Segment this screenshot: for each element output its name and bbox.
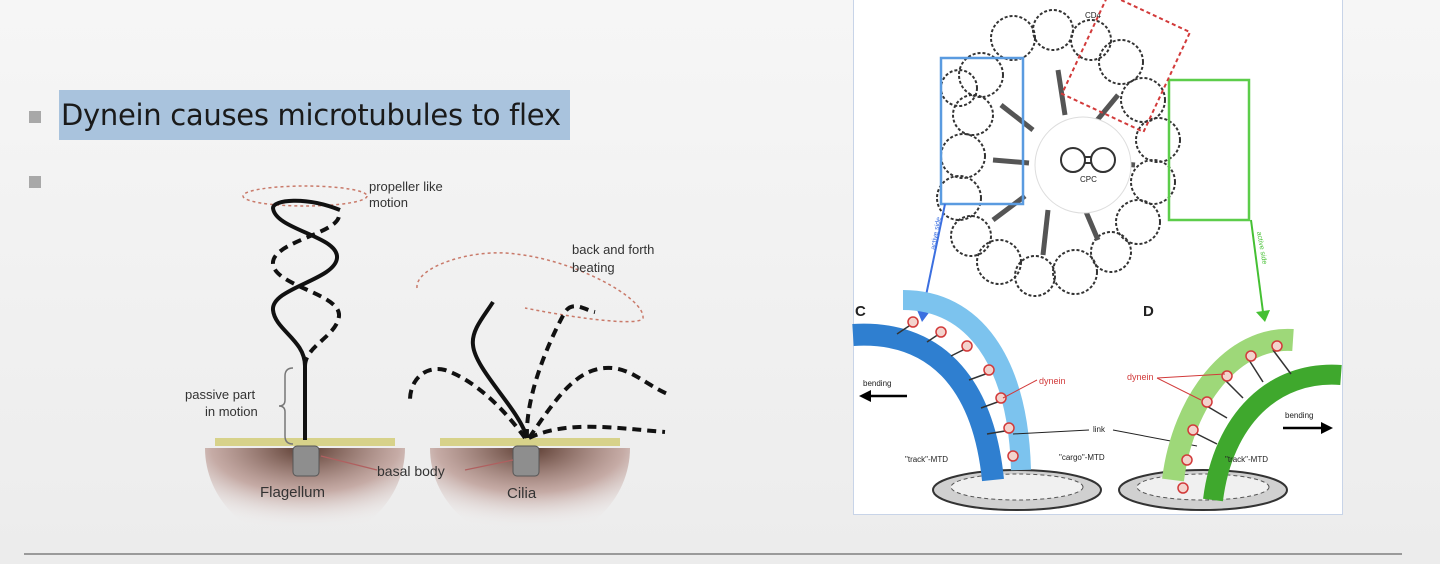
- bullet-marker-2: [29, 176, 41, 188]
- panel-c-cargo-tubule: [902, 290, 1031, 471]
- flagellum-membrane: [215, 438, 395, 446]
- cilia-dashed-3: [527, 365, 671, 440]
- panel-c-track-label: "track"-MTD: [905, 455, 948, 464]
- cilia-label: Cilia: [507, 485, 537, 502]
- panel-c-label: C: [855, 303, 866, 320]
- cilia-membrane: [440, 438, 620, 446]
- panel-d-label: D: [1143, 303, 1154, 320]
- panel-d-cargo-tubule: [1162, 328, 1294, 482]
- cilia-dashed-1: [408, 367, 527, 440]
- passive-label-line1: passive part: [185, 387, 255, 402]
- panel-c-dynein-label: dynein: [1039, 376, 1066, 386]
- basal-body-label: basal body: [377, 463, 445, 479]
- panel-d-track-tubule: [1203, 364, 1342, 502]
- flagellum-label: Flagellum: [260, 484, 325, 501]
- cilia-base-dome: [430, 448, 630, 543]
- panel-d-bending-label: bending: [1285, 411, 1313, 420]
- propeller-motion-arrow: [242, 185, 368, 207]
- cpc-label: CPC: [1080, 175, 1097, 184]
- propeller-label-line2: motion: [369, 195, 408, 210]
- beating-motion-arrow: [416, 252, 644, 323]
- central-pair-right: [1090, 147, 1116, 173]
- flagellum-solid: [270, 198, 341, 440]
- axoneme-figure: CPC CD4 active side active side C D dyne…: [852, 0, 1342, 511]
- green-selection-box: [1167, 78, 1251, 222]
- panel-c-bending-label: bending: [863, 379, 891, 388]
- panel-d-track-label: "track"-MTD: [1225, 455, 1268, 464]
- cd4-label: CD4: [1085, 11, 1102, 20]
- link-label: link: [1093, 425, 1106, 434]
- slide-bullet-heading: Dynein causes microtubules to flex: [59, 90, 570, 140]
- cilia-basal-body: [512, 445, 540, 477]
- central-pair-left: [1060, 147, 1086, 173]
- beating-label-line1: back and forth: [572, 242, 654, 257]
- beating-label-line2: beating: [572, 260, 615, 275]
- flagellum-dashed: [271, 215, 341, 367]
- cilia-dashed-4: [528, 424, 666, 440]
- passive-label-line2: in motion: [205, 404, 258, 419]
- panel-d-dynein-motors: [1177, 340, 1283, 494]
- slide-bottom-rule: [24, 553, 1402, 555]
- green-arrow: [1250, 219, 1264, 313]
- cilia-solid: [470, 300, 529, 439]
- panel-c-track-tubule: [852, 323, 1004, 482]
- cargo-mtd-label: "cargo"-MTD: [1059, 453, 1105, 462]
- passive-bracket: [278, 367, 294, 445]
- axoneme-ring: [936, 9, 1181, 297]
- blue-selection-box: [939, 56, 1025, 206]
- flagellum-base-dome: [205, 448, 405, 543]
- propeller-label-line1: propeller like: [369, 179, 443, 194]
- bullet-marker-1: [29, 111, 41, 123]
- panel-d-dynein-label: dynein: [1127, 372, 1154, 382]
- red-dashed-box: [1060, 0, 1192, 134]
- blue-active-side-label: active side: [930, 216, 943, 250]
- panel-c-dynein-motors: [907, 316, 1019, 462]
- flagella-cilia-diagram: propeller like motion back and forth bea…: [185, 179, 671, 543]
- cilia-dashed-2: [524, 304, 596, 439]
- flagellum-basal-body: [292, 445, 320, 477]
